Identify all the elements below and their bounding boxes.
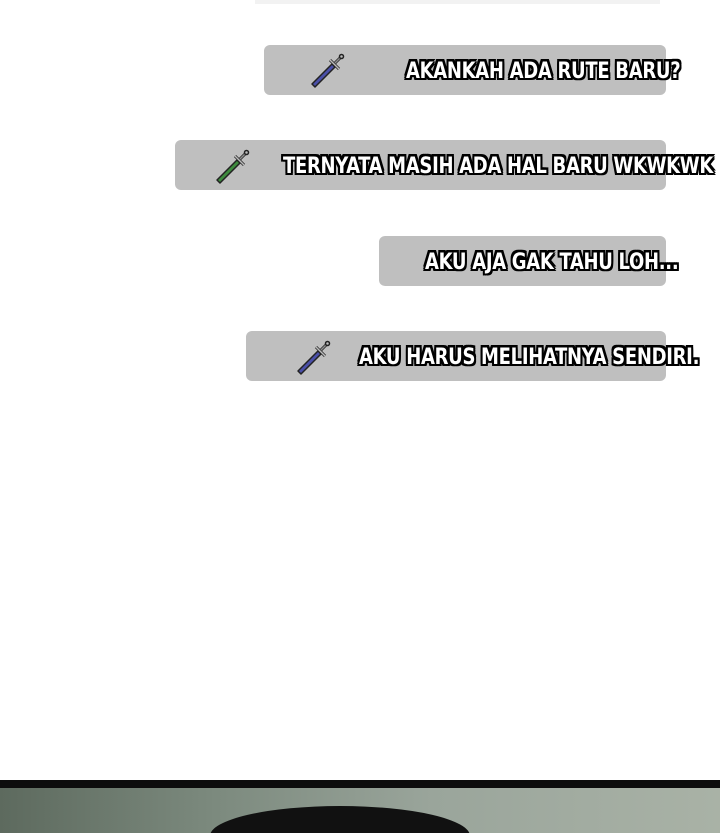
chat-message: AKU HARUS MELIHATNYA SENDIRI. [246,331,699,381]
message-text: TERNYATA MASIH ADA HAL BARU WKWKWK [283,151,714,179]
sword-icon [216,149,250,184]
sword-icon [311,53,345,88]
chat-message: AKU AJA GAK TAHU LOH... [379,236,679,286]
chat-message: TERNYATA MASIH ADA HAL BARU WKWKWK [175,140,713,190]
message-text: AKU AJA GAK TAHU LOH... [425,247,679,275]
chat-message: AKANKAH ADA RUTE BARU? [264,45,681,95]
top-strip [255,0,660,4]
sword-icon [297,340,331,375]
message-text: AKU HARUS MELIHATNYA SENDIRI. [359,342,700,370]
message-text: AKANKAH ADA RUTE BARU? [406,56,681,84]
comic-panel-next [0,780,720,833]
